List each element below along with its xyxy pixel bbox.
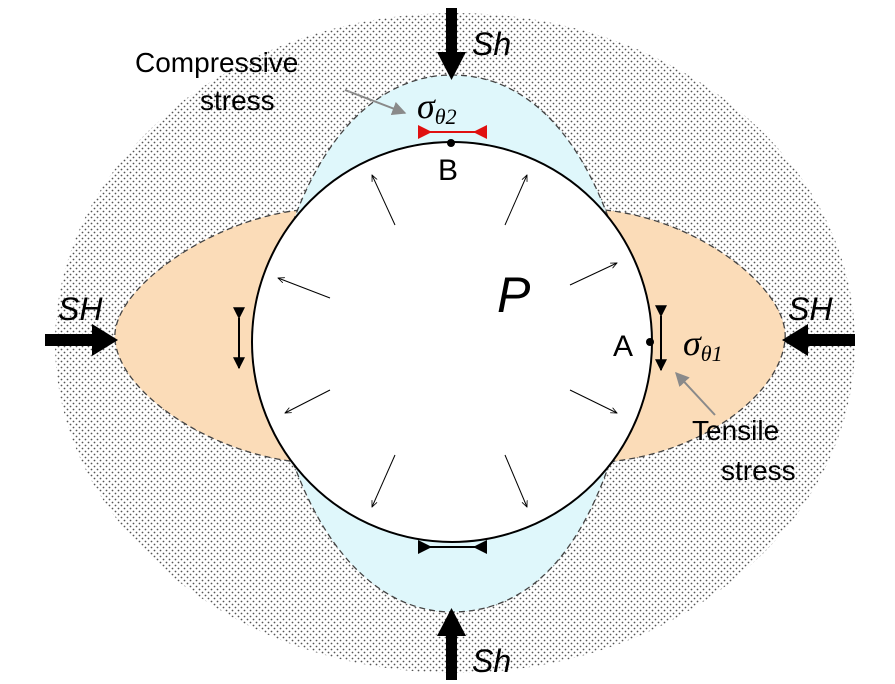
label-sH-right: SH [788, 291, 833, 327]
sh-arrow-bottom [437, 608, 466, 680]
label-sh-top: Sh [472, 26, 511, 62]
sH-arrow-left [45, 324, 118, 356]
compressive-marker-top [418, 125, 487, 139]
point-b-dot [447, 139, 455, 147]
compressive-marker-bottom [418, 540, 487, 554]
label-sigma-theta1: σθ1 [683, 323, 723, 366]
label-tensile-line1: Tensile [692, 415, 779, 446]
label-sigma-theta2: σθ2 [417, 86, 457, 129]
sh-arrow-top [437, 8, 466, 80]
label-point-a: A [613, 330, 633, 363]
tensile-pointer-arrow [675, 371, 716, 416]
label-tensile-line2: stress [721, 455, 796, 486]
pressure-arrows [278, 175, 617, 507]
compressive-pointer-arrow [344, 89, 407, 116]
label-pressure: P [497, 267, 531, 323]
tensile-zone-right [604, 209, 786, 463]
label-sh-bottom: Sh [472, 643, 511, 679]
label-compressive-line1: Compressive [135, 47, 298, 78]
label-point-b: B [438, 154, 458, 187]
borehole [251, 141, 653, 543]
label-compressive-line2: stress [200, 85, 275, 116]
point-a-dot [646, 338, 654, 346]
label-sH-left: SH [58, 291, 103, 327]
sH-arrow-right [782, 324, 855, 356]
